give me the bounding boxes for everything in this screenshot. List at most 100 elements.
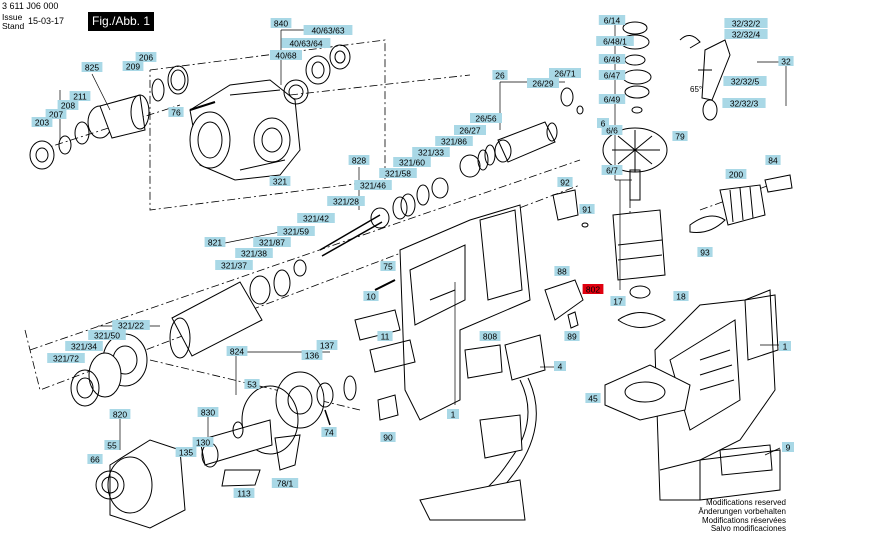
callout-box	[215, 260, 253, 270]
callout-box	[57, 100, 79, 110]
callout-6: 6	[597, 118, 609, 129]
footer-line-4: Salvo modificaciones	[710, 524, 786, 533]
callout-box	[69, 91, 91, 101]
small-parts	[324, 222, 589, 426]
callout-321-72: 321/72	[47, 353, 85, 364]
callout-label: 17	[613, 297, 623, 307]
base-plate	[604, 364, 691, 421]
callout-box	[610, 296, 626, 306]
callout-label: 6	[601, 119, 606, 129]
callout-84: 84	[765, 155, 781, 166]
callout-26-29: 26/29	[527, 78, 559, 89]
callout-box	[316, 340, 338, 350]
callout-label: 135	[179, 448, 193, 458]
callout-321-33: 321/33	[412, 147, 450, 158]
callout-label: 66	[90, 455, 100, 465]
callout-206: 206	[135, 52, 157, 63]
callout-box	[204, 237, 226, 247]
callout-32-32-4: 32/32/4	[724, 29, 768, 40]
callout-box	[596, 36, 634, 46]
callout-203: 203	[31, 117, 53, 128]
callout-209: 209	[122, 61, 144, 72]
callout-box	[301, 350, 323, 360]
callout-label: 208	[61, 101, 75, 111]
callout-label: 76	[171, 108, 181, 118]
callout-label: 26/27	[459, 126, 481, 136]
callout-828: 828	[348, 155, 370, 166]
callout-40-68: 40/68	[270, 50, 302, 61]
callout-label: 830	[201, 408, 215, 418]
callout-32-32-2: 32/32/2	[724, 18, 768, 29]
callout-box	[601, 125, 623, 135]
callout-box	[270, 50, 302, 60]
callout-box	[393, 157, 431, 167]
callout-box	[226, 346, 248, 356]
callout-840: 840	[270, 18, 292, 29]
callout-label: 89	[567, 332, 577, 342]
callout-box	[271, 478, 299, 488]
callout-label: 26/71	[554, 69, 576, 79]
callout-box	[435, 136, 473, 146]
callout-802: 802	[582, 284, 604, 295]
callout-label: 9	[786, 443, 791, 453]
tool-holder-parts	[29, 65, 216, 170]
callout-label: 321/72	[53, 354, 79, 364]
callout-label: 136	[305, 351, 319, 361]
callout-9: 9	[782, 442, 794, 453]
callout-label: 200	[729, 170, 743, 180]
callout-79: 79	[672, 131, 688, 142]
callout-321-50: 321/50	[88, 330, 126, 341]
callout-box	[81, 62, 103, 72]
main-housing	[654, 289, 781, 501]
front-housing	[95, 439, 186, 529]
callout-32-32-3: 32/32/3	[722, 98, 766, 109]
callout-label: 45	[588, 394, 598, 404]
callout-321-87: 321/87	[253, 237, 291, 248]
callout-label: 207	[49, 110, 63, 120]
callout-label: 321/34	[71, 342, 97, 352]
callout-label: 321/33	[418, 148, 444, 158]
callout-box	[554, 266, 570, 276]
callout-6-48: 6/48	[598, 54, 626, 65]
callout-label: 206	[139, 53, 153, 63]
callout-label: 321/87	[259, 238, 285, 248]
callout-box	[175, 447, 197, 457]
callout-box	[725, 169, 747, 179]
callout-box	[45, 109, 67, 119]
callout-78-1: 78/1	[271, 478, 299, 489]
callout-box	[782, 442, 794, 452]
callout-11: 11	[377, 331, 393, 342]
callout-box	[327, 196, 365, 206]
callout-label: 92	[560, 178, 570, 188]
callout-label: 209	[126, 62, 140, 72]
callout-box	[470, 113, 502, 123]
callout-box	[412, 147, 450, 157]
callout-box	[582, 284, 604, 294]
callout-74: 74	[321, 427, 337, 438]
callout-130: 130	[192, 437, 214, 448]
callout-label: 11	[381, 332, 390, 342]
callout-26-27: 26/27	[454, 125, 486, 136]
parts-drawing	[24, 18, 793, 529]
callout-label: 6/14	[604, 16, 621, 26]
callout-label: 91	[582, 205, 592, 215]
callout-321-60: 321/60	[393, 157, 431, 168]
callout-113: 113	[233, 488, 255, 499]
callout-box	[253, 237, 291, 247]
callout-45: 45	[585, 393, 601, 404]
callout-label: 6/6	[606, 126, 618, 136]
callout-label: 802	[586, 285, 600, 295]
callout-box	[235, 248, 273, 258]
callout-box	[549, 68, 581, 78]
callout-box	[321, 427, 337, 437]
callout-6-6: 6/6	[601, 125, 623, 136]
callout-label: 90	[383, 433, 393, 443]
callout-box	[672, 131, 688, 141]
callout-821: 821	[204, 237, 226, 248]
callout-box	[380, 261, 396, 271]
callout-321-34: 321/34	[65, 341, 103, 352]
callout-label: 10	[366, 292, 376, 302]
callout-box	[492, 70, 508, 80]
callout-label: 821	[208, 238, 222, 248]
callout-label: 321/59	[283, 227, 309, 237]
